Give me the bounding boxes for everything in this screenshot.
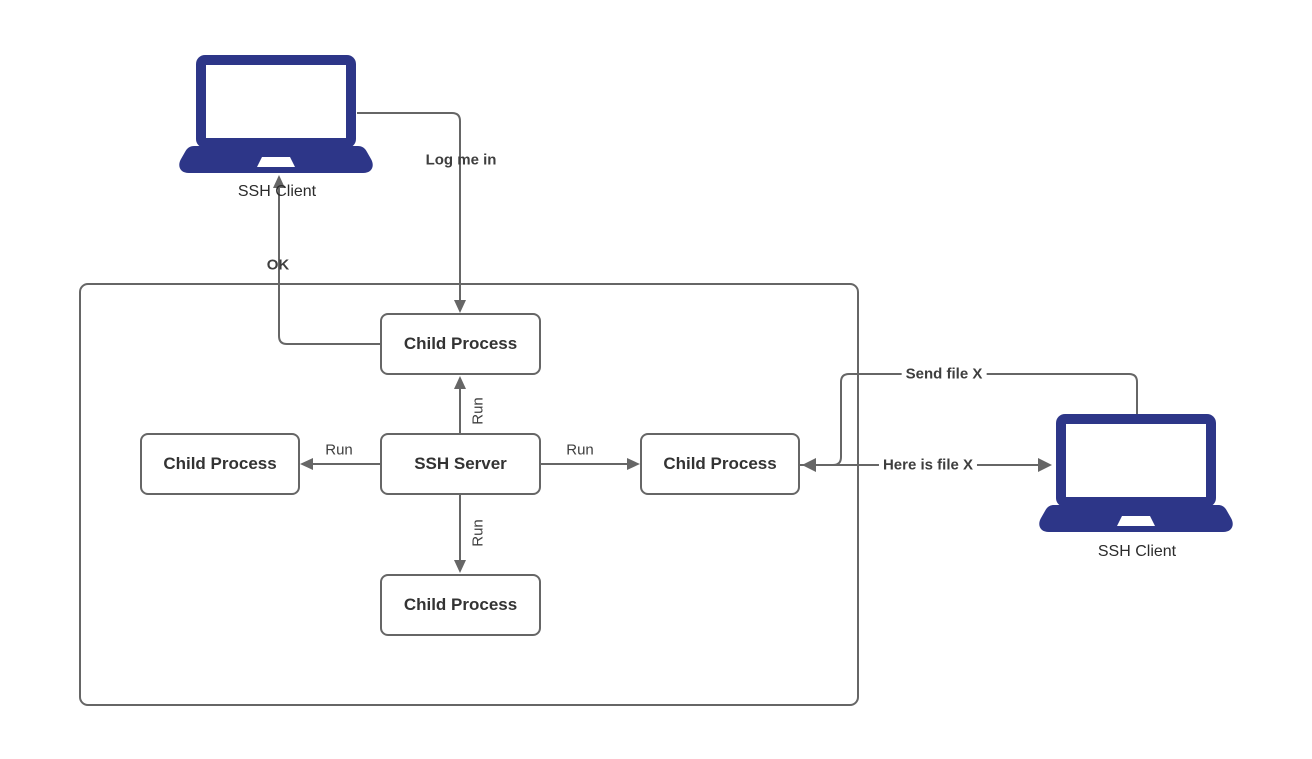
arrowhead-here-is-file (1038, 458, 1052, 472)
edge-label-run-right: Run (566, 441, 594, 459)
node-child-process-left: Child Process (140, 433, 300, 495)
node-child-process-top: Child Process (380, 313, 541, 375)
edge-label-here-is-file: Here is file X (878, 456, 978, 474)
arrowhead-ok (273, 175, 285, 188)
server-host-container (79, 283, 859, 706)
laptop-icon (1039, 414, 1233, 532)
arrowhead-run-left (300, 458, 313, 470)
arrowhead-run-up (454, 376, 466, 389)
label-ssh-client-left: SSH Client (237, 183, 317, 200)
node-child-process-bottom: Child Process (380, 574, 541, 636)
arrowhead-log-me-in (454, 300, 466, 313)
edge-label-ok: OK (266, 256, 290, 274)
edge-label-run-down: Run (469, 519, 487, 547)
laptop-icon (179, 55, 373, 173)
node-child-process-right: Child Process (640, 433, 800, 495)
label-ssh-client-right: SSH Client (1097, 543, 1177, 560)
edge-label-log-me-in: Log me in (425, 151, 497, 169)
arrowhead-run-down (454, 560, 466, 573)
edge-label-run-left: Run (325, 441, 353, 459)
edge-label-send-file: Send file X (901, 365, 987, 383)
node-ssh-server: SSH Server (380, 433, 541, 495)
arrowhead-run-right (627, 458, 640, 470)
arrowhead-send-file (802, 458, 816, 472)
connector-send-file (818, 373, 1138, 466)
connector-log-me-in (357, 112, 461, 303)
connector-ok (278, 188, 380, 345)
edge-label-run-up: Run (469, 397, 487, 425)
